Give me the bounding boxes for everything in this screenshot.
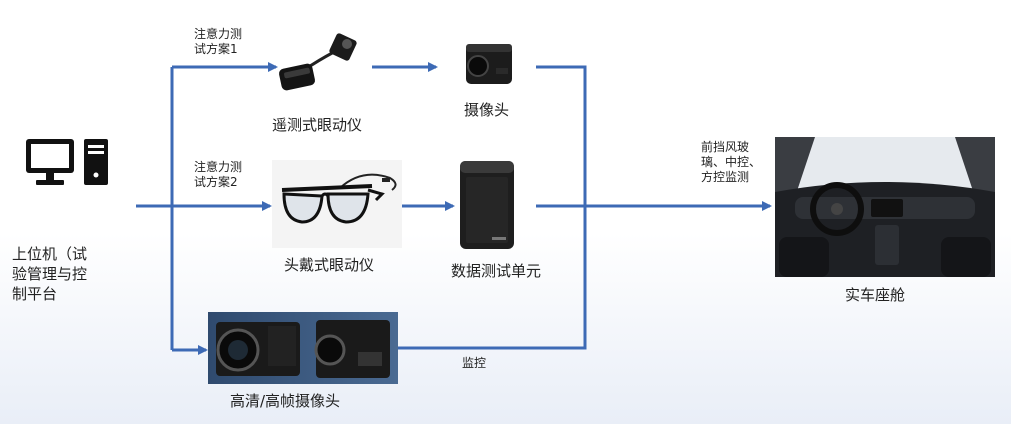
host-label: 上位机（试 验管理与控 制平台 [12, 245, 88, 303]
car-cockpit-image [775, 137, 995, 277]
head-mounted-eye-tracker-icon [272, 160, 402, 248]
hd-camera-icon [208, 312, 398, 384]
cockpit-label: 实车座舱 [845, 286, 906, 304]
camera-icon [454, 40, 520, 90]
remote-tracker-label: 遥测式眼动仪 [272, 116, 363, 134]
camera-to-merge-line [536, 65, 587, 206]
plan2-label: 注意力测 试方案2 [194, 160, 243, 189]
monitor-line [398, 206, 587, 350]
plan1-label: 注意力测 试方案1 [194, 27, 243, 56]
remote-eye-tracker-icon [274, 30, 370, 106]
host-computer-icon [0, 133, 136, 233]
data-unit-label: 数据测试单元 [451, 262, 542, 280]
hd-camera-label: 高清/高帧摄像头 [230, 392, 341, 410]
monitor-label: 监控 [462, 356, 487, 370]
head-tracker-label: 头戴式眼动仪 [284, 256, 375, 274]
camera-label: 摄像头 [464, 101, 510, 119]
data-test-unit-icon [456, 157, 518, 253]
cockpit-targets-label: 前挡风玻 璃、中控、 方控监测 [701, 140, 762, 184]
